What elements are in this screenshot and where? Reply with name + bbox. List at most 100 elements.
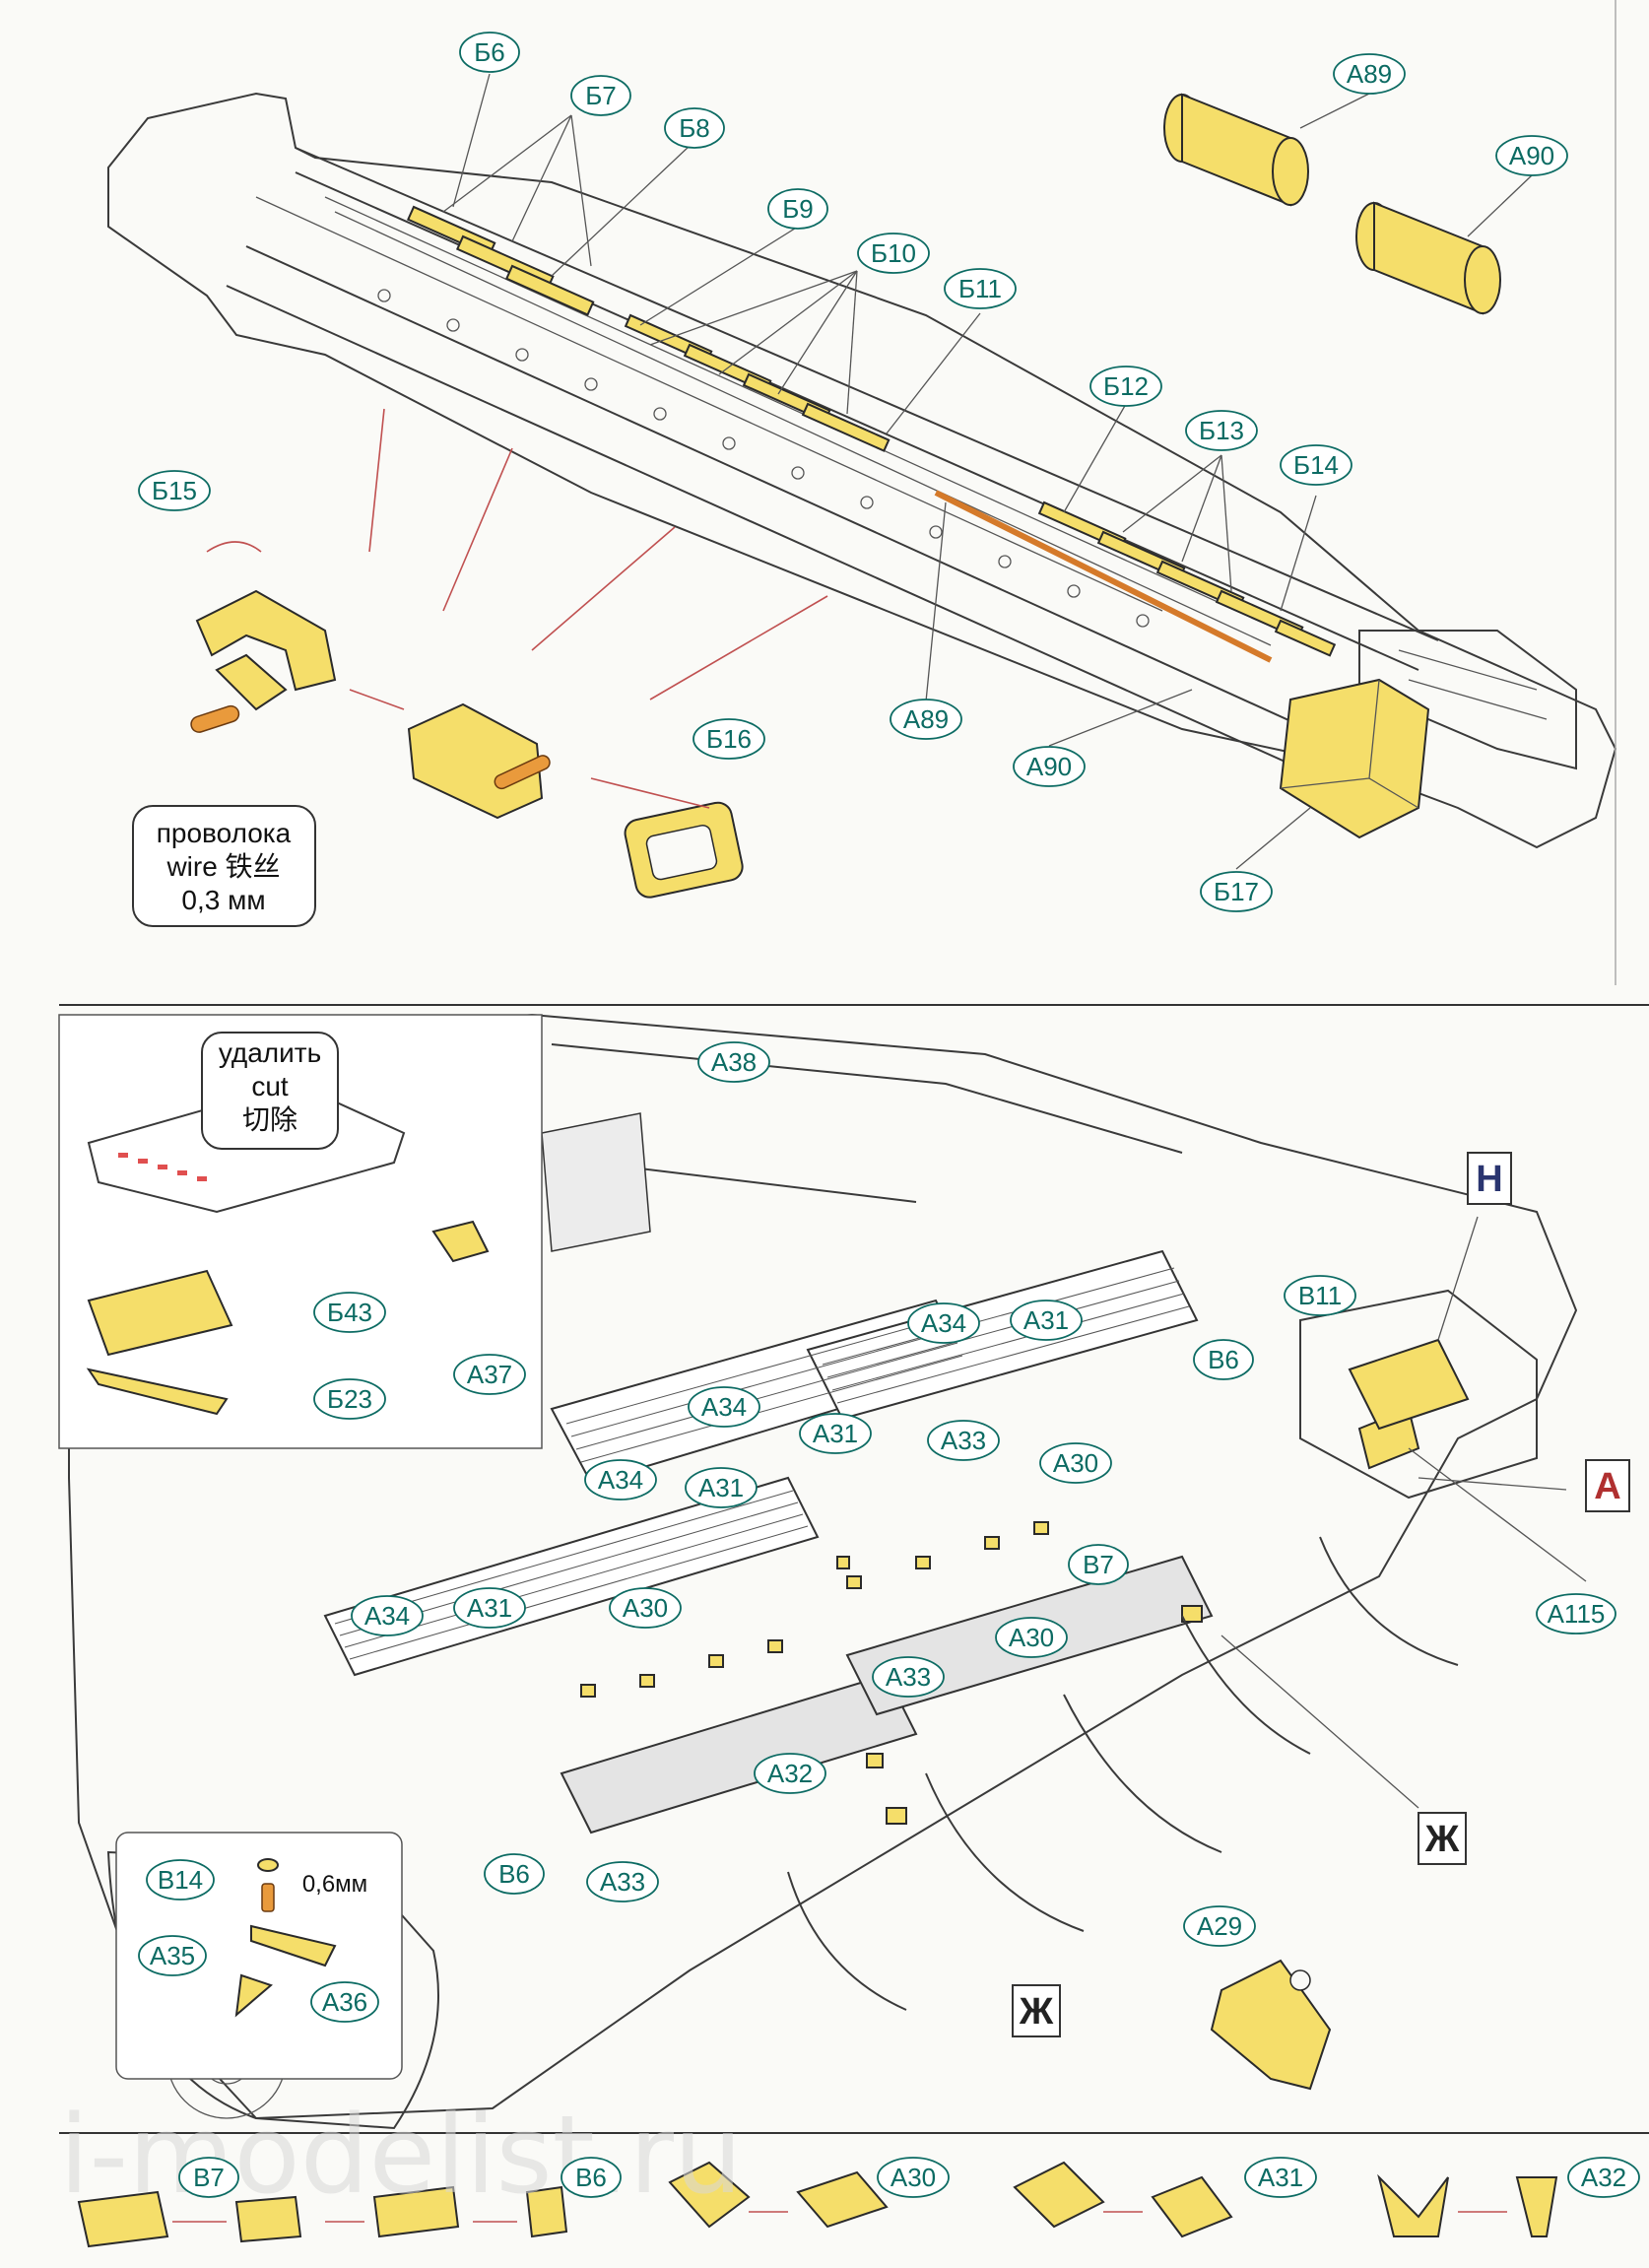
wire-note-size: 0,3 мм xyxy=(181,885,265,915)
callout-a33-3: А33 xyxy=(586,1861,659,1902)
callout-a30-1-label: А30 xyxy=(1053,1448,1098,1478)
callout-b23: Б23 xyxy=(313,1378,386,1420)
callout-a37-label: А37 xyxy=(467,1360,512,1389)
callout-bottom-a32: А32 xyxy=(1567,2157,1640,2198)
letter-n-label: Н xyxy=(1476,1159,1502,1200)
callout-v11-label: В11 xyxy=(1298,1281,1342,1310)
callout-a30-2: А30 xyxy=(609,1587,682,1629)
callout-a31-4-label: А31 xyxy=(467,1593,512,1623)
callout-v14-label: В14 xyxy=(158,1865,203,1895)
callout-bottom-v6-label: В6 xyxy=(575,2163,607,2192)
callout-bottom-v7: В7 xyxy=(178,2157,239,2198)
callout-a29-label: А29 xyxy=(1197,1911,1242,1941)
callout-a89-top: А89 xyxy=(1333,53,1406,95)
callout-b10-label: Б10 xyxy=(871,238,916,268)
callout-b11-label: Б11 xyxy=(958,274,1002,303)
callout-v7: В7 xyxy=(1068,1544,1129,1585)
callout-a33-3-label: А33 xyxy=(600,1867,645,1897)
callout-a89-label: А89 xyxy=(903,704,949,734)
callout-b43: Б43 xyxy=(313,1292,386,1333)
callout-a30-3: А30 xyxy=(995,1617,1068,1658)
callout-bottom-a30: А30 xyxy=(877,2157,950,2198)
callout-b12-label: Б12 xyxy=(1103,371,1149,401)
callout-a38-label: А38 xyxy=(711,1047,757,1077)
letter-zh-bottom-label: Ж xyxy=(1019,1991,1054,2033)
callout-a30-3-label: А30 xyxy=(1009,1623,1054,1652)
letter-zh-right-label: Ж xyxy=(1424,1819,1460,1860)
callout-b12: Б12 xyxy=(1089,366,1162,407)
callout-b10: Б10 xyxy=(857,233,930,274)
callout-b15: Б15 xyxy=(138,470,211,511)
callout-a31-4: А31 xyxy=(453,1587,526,1629)
callout-a33-1: А33 xyxy=(927,1420,1000,1461)
callout-a34-4-label: А34 xyxy=(364,1601,410,1631)
callout-v6-top-label: В6 xyxy=(1208,1345,1239,1374)
callout-a89-top-label: А89 xyxy=(1347,59,1392,89)
callout-b17: Б17 xyxy=(1200,871,1273,912)
letter-a-label: А xyxy=(1594,1466,1620,1507)
letter-n: Н xyxy=(1467,1152,1512,1205)
callout-v6-label: В6 xyxy=(498,1859,530,1889)
callout-b16-label: Б16 xyxy=(706,724,752,754)
callout-v6-top: В6 xyxy=(1193,1339,1254,1380)
callout-a36: А36 xyxy=(310,1981,379,2023)
callout-a34-2-label: А34 xyxy=(701,1392,747,1422)
cylinder-a89 xyxy=(1163,93,1309,207)
bottom-sequence xyxy=(77,2161,1558,2248)
callout-a115-label: А115 xyxy=(1548,1599,1606,1629)
callout-a30-1: А30 xyxy=(1039,1442,1112,1484)
callout-a90: А90 xyxy=(1013,746,1086,787)
callout-a31-3: А31 xyxy=(685,1467,758,1508)
callout-a31-1: А31 xyxy=(1010,1300,1083,1341)
callout-b7-label: Б7 xyxy=(585,81,617,110)
callout-a36-label: А36 xyxy=(322,1987,367,2017)
callout-a32-1-label: А32 xyxy=(767,1759,813,1788)
callout-a35: А35 xyxy=(138,1935,207,1976)
callout-v14: В14 xyxy=(146,1859,215,1901)
watermark: i-modelist.ru xyxy=(59,2092,743,2218)
leader-lines xyxy=(442,73,1587,1809)
callout-b8: Б8 xyxy=(664,107,725,149)
step1-arrows xyxy=(206,408,828,809)
callout-b16: Б16 xyxy=(693,718,765,760)
callout-a31-1-label: А31 xyxy=(1023,1305,1069,1335)
callout-a31-2-label: А31 xyxy=(813,1419,858,1448)
callout-b11: Б11 xyxy=(944,268,1017,309)
callout-b43-label: Б43 xyxy=(327,1298,372,1327)
step1-hull-drawing xyxy=(107,92,1617,849)
grille-brackets xyxy=(580,1521,1203,1825)
callout-a38: А38 xyxy=(697,1041,770,1083)
callout-v6: В6 xyxy=(484,1853,545,1895)
callout-b14-label: Б14 xyxy=(1293,450,1339,480)
callout-bottom-a31: А31 xyxy=(1244,2157,1317,2198)
callout-a33-1-label: А33 xyxy=(941,1426,986,1455)
callout-a33-2-label: А33 xyxy=(886,1662,931,1692)
bracket-b15 xyxy=(190,589,744,899)
letter-a: А xyxy=(1585,1459,1630,1512)
callout-b15-label: Б15 xyxy=(152,476,197,505)
callout-b23-label: Б23 xyxy=(327,1384,372,1414)
callout-b7: Б7 xyxy=(570,75,631,116)
callout-a32-1: А32 xyxy=(754,1753,826,1794)
callout-b8-label: Б8 xyxy=(679,113,710,143)
callout-v7-label: В7 xyxy=(1083,1550,1114,1579)
callout-b13: Б13 xyxy=(1185,410,1258,451)
letter-zh-bottom: Ж xyxy=(1012,1984,1061,2037)
callout-a90-top-label: А90 xyxy=(1509,141,1554,170)
step2-chassis-drawing xyxy=(68,1013,1578,2130)
callout-bottom-a32-label: А32 xyxy=(1581,2163,1626,2192)
callout-a35-label: А35 xyxy=(150,1941,195,1970)
callout-bottom-v6: В6 xyxy=(561,2157,622,2198)
callout-b17-label: Б17 xyxy=(1214,877,1259,906)
callout-b6: Б6 xyxy=(459,32,520,73)
callout-b14: Б14 xyxy=(1280,444,1352,486)
callout-a33-2: А33 xyxy=(872,1656,945,1698)
callout-a34-2: А34 xyxy=(688,1386,760,1428)
callout-a29: А29 xyxy=(1183,1905,1256,1947)
callout-a34-4: А34 xyxy=(351,1595,424,1636)
callout-a31-3-label: А31 xyxy=(698,1473,744,1502)
callout-a31-2: А31 xyxy=(799,1413,872,1454)
cylinder-a90 xyxy=(1355,201,1501,315)
callout-a34-3: А34 xyxy=(584,1459,657,1501)
callout-a115: А115 xyxy=(1536,1593,1616,1634)
